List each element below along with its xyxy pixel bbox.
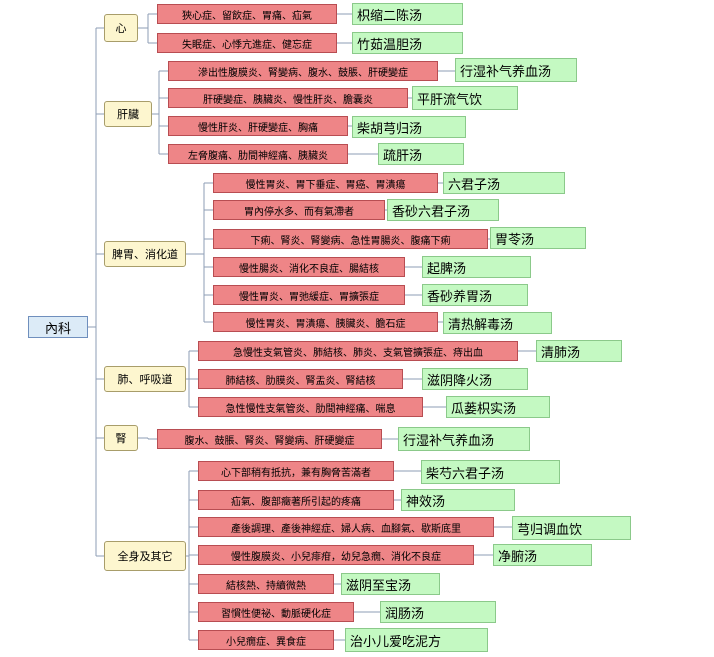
symptom-node: 小兒癇症、異食症 [198, 630, 334, 650]
symptom-node: 慢性胃炎、胃下垂症、胃癌、胃潰瘍 [213, 173, 438, 193]
symptom-node: 疝氣、腹部癥著所引起的疼痛 [198, 490, 394, 510]
formula-node: 瓜蒌枳实汤 [446, 396, 550, 418]
symptom-node: 心下部稍有抵抗，兼有胸脅苦滿者 [198, 461, 394, 481]
formula-node: 疏肝汤 [378, 143, 464, 165]
symptom-node: 腹水、鼓脹、腎炎、腎變病、肝硬變症 [157, 429, 382, 449]
formula-node: 行湿补气养血汤 [398, 427, 530, 451]
formula-node: 滋阴降火汤 [422, 368, 528, 390]
category-node: 心 [104, 14, 138, 42]
formula-node: 枳缩二陈汤 [352, 3, 463, 25]
category-node: 全身及其它 [104, 541, 186, 571]
formula-node: 胃苓汤 [490, 227, 586, 249]
category-node: 脾胃、消化道 [104, 241, 186, 267]
symptom-node: 狹心症、留飲症、胃痛、疝氣 [157, 4, 337, 24]
symptom-node: 習慣性便祕、動脈硬化症 [198, 602, 354, 622]
category-node: 肺、呼吸道 [104, 366, 186, 392]
formula-node: 六君子汤 [443, 172, 565, 194]
symptom-node: 失眠症、心悸亢進症、健忘症 [157, 33, 337, 53]
formula-node: 神效汤 [401, 489, 515, 511]
formula-node: 行湿补气养血汤 [455, 58, 577, 82]
category-node: 肝臟 [104, 101, 152, 127]
symptom-node: 左脅腹痛、肋間神經痛、胰臟炎 [168, 144, 348, 164]
symptom-node: 慢性腹膜炎、小兒痱疳，幼兒急癇、消化不良症 [198, 545, 474, 565]
symptom-node: 急慢性支氣管炎、肺結核、肺炎、支氣管擴張症、痔出血 [198, 341, 518, 361]
formula-node: 清肺汤 [536, 340, 622, 362]
formula-node: 柴芍六君子汤 [421, 460, 560, 484]
symptom-node: 產後調理、產後神經症、婦人病、血腳氣、歇斯底里 [198, 517, 494, 537]
formula-node: 治小儿爱吃泥方 [345, 628, 488, 652]
formula-node: 起脾汤 [422, 256, 531, 278]
symptom-node: 下痢、腎炎、腎變病、急性胃腸炎、腹痛下痢 [213, 229, 488, 249]
root-node: 內科 [28, 316, 88, 338]
symptom-node: 結核熱、持續微熱 [198, 574, 334, 594]
formula-node: 竹茹温胆汤 [352, 32, 463, 54]
symptom-node: 肺結核、肋膜炎、腎盂炎、腎結核 [198, 369, 403, 389]
symptom-node: 慢性胃炎、胃潰瘍、胰臟炎、膽石症 [213, 312, 438, 332]
symptom-node: 肝硬變症、胰臟炎、慢性肝炎、膽囊炎 [168, 88, 408, 108]
formula-node: 滋阴至宝汤 [341, 573, 440, 595]
symptom-node: 急性慢性支氣管炎、肋間神經痛、喘息 [198, 397, 423, 417]
symptom-node: 慢性腸炎、消化不良症、腸結核 [213, 257, 405, 277]
formula-node: 润肠汤 [380, 601, 496, 623]
formula-node: 香砂六君子汤 [387, 199, 499, 221]
formula-node: 芎归调血饮 [512, 516, 631, 540]
formula-node: 平肝流气饮 [412, 86, 518, 110]
formula-node: 柴胡芎归汤 [352, 116, 466, 138]
formula-node: 香砂养胃汤 [422, 284, 528, 306]
symptom-node: 胃內停水多、而有氣滯者 [213, 200, 385, 220]
formula-node: 净腑汤 [493, 544, 592, 566]
symptom-node: 滲出性腹膜炎、腎變病、腹水、鼓脹、肝硬變症 [168, 61, 438, 81]
formula-node: 清热解毒汤 [443, 312, 552, 334]
symptom-node: 慢性肝炎、肝硬變症、胸痛 [168, 116, 348, 136]
symptom-node: 慢性胃炎、胃弛緩症、胃擴張症 [213, 285, 405, 305]
category-node: 腎 [104, 425, 138, 451]
